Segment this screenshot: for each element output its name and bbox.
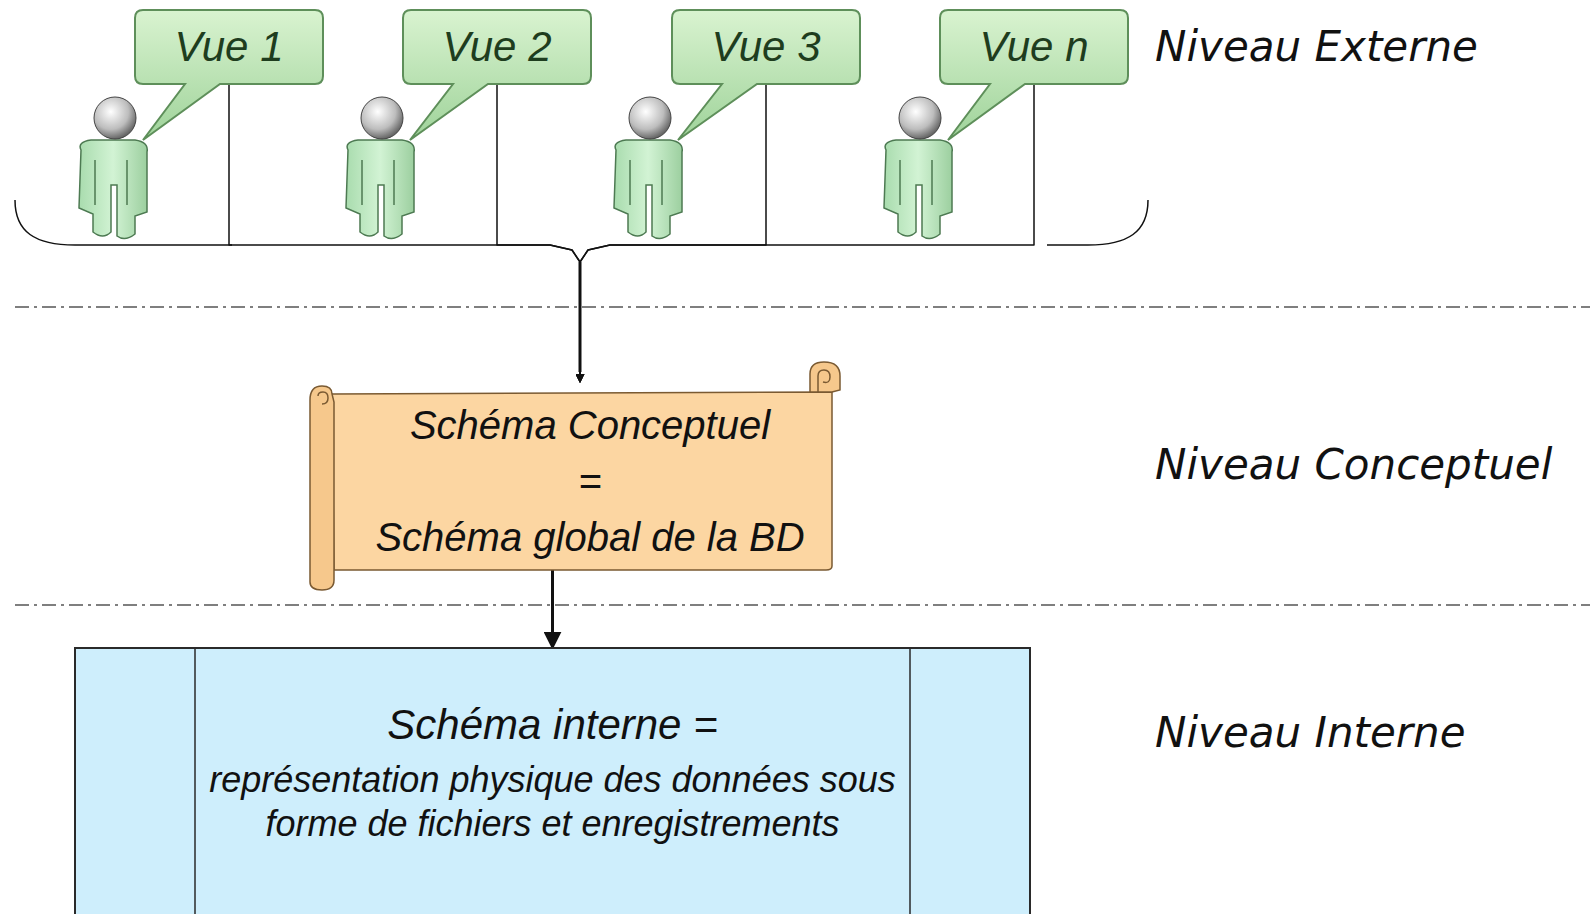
node-text: Vue n bbox=[980, 22, 1089, 72]
view-bubble: Vue n bbox=[940, 10, 1128, 84]
node-text: Schéma Conceptuel bbox=[410, 397, 770, 453]
connector bbox=[497, 84, 580, 382]
node-text: Schéma global de la BD bbox=[375, 509, 804, 565]
connector bbox=[580, 84, 1034, 382]
brace bbox=[1047, 200, 1148, 245]
node-text: = bbox=[578, 453, 601, 509]
user-icon bbox=[884, 97, 952, 239]
level-label: Niveau Interne bbox=[1155, 708, 1466, 757]
node-text: Vue 1 bbox=[175, 22, 284, 72]
connector bbox=[551, 570, 554, 648]
conceptual-scroll: Schéma Conceptuel=Schéma global de la BD bbox=[310, 362, 850, 590]
view-bubble: Vue 3 bbox=[672, 10, 860, 84]
level-separator bbox=[15, 306, 1590, 308]
user-icon bbox=[79, 97, 147, 239]
node-text: Vue 3 bbox=[712, 22, 821, 72]
connector bbox=[229, 84, 580, 382]
merge-stem bbox=[579, 262, 582, 372]
view-bubble: Vue 2 bbox=[403, 10, 591, 84]
schema-description: représentation physique des données sous… bbox=[173, 758, 933, 844]
user-icon bbox=[614, 97, 682, 239]
level-label: Niveau Conceptuel bbox=[1155, 440, 1552, 489]
node-text: Schéma interne = bbox=[387, 700, 717, 750]
level-label: Niveau Externe bbox=[1155, 22, 1478, 71]
level-separator bbox=[15, 604, 1590, 606]
user-icon bbox=[346, 97, 414, 239]
connector bbox=[580, 84, 766, 382]
node-text: Vue 2 bbox=[443, 22, 552, 72]
view-bubble: Vue 1 bbox=[135, 10, 323, 84]
internal-schema-box: Schéma interne = représentation physique … bbox=[75, 648, 1030, 914]
